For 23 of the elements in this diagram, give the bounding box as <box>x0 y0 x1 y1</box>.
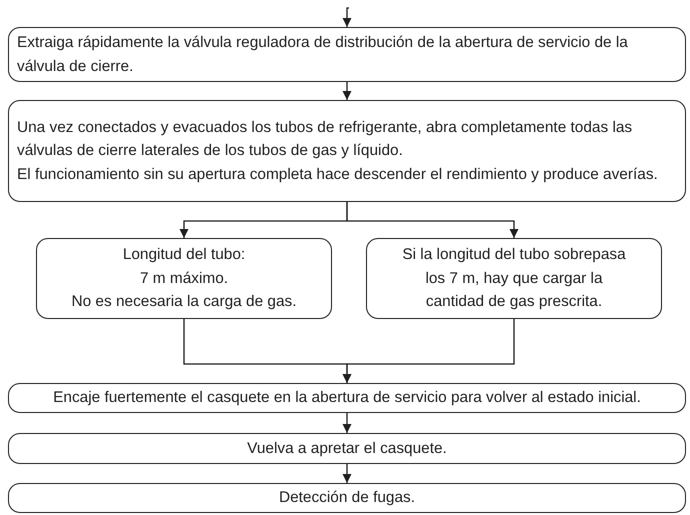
process-box <box>36 238 332 319</box>
process-box <box>8 383 686 413</box>
step-text: No es necesaria la carga de gas. <box>71 292 296 312</box>
step-text: El funcionamiento sin su apertura completa hace descender el rendimiento y produce averías. <box>17 164 659 185</box>
arrow <box>342 464 352 483</box>
step-text: 7 m máximo. <box>140 268 228 289</box>
process-box <box>366 238 662 319</box>
process-box <box>8 433 686 464</box>
process-box <box>8 483 686 513</box>
step-text: Si la longitud del tubo sobrepasa los 7 m, hay que cargar la cantidad de gas prescrita. <box>401 245 627 312</box>
arrow <box>346 202 518 238</box>
process-box <box>8 27 686 82</box>
step-text: Encaje fuertemente el casquete en la abertura de servicio para volver al estado inicial. <box>53 388 641 408</box>
arrow <box>342 319 515 383</box>
step-text: Detección de fugas. <box>278 488 416 508</box>
arrow <box>342 82 352 100</box>
step-text: Extraiga rápidamente la válvula reguladora de distribución de la abertura de servicio de la válvula de cierre. <box>17 33 629 76</box>
step-text: Longitud del tubo: <box>122 245 246 266</box>
process-box <box>8 100 686 202</box>
arrow <box>342 7 352 27</box>
step-text: Vuelva a apretar el casquete. <box>247 438 447 459</box>
step-text: Una vez conectados y evacuados los tubos de refrigerante, abra completamente todas las válvulas de cierre laterales de los tubos de gas y líquido. <box>17 118 634 162</box>
arrow <box>342 413 352 433</box>
